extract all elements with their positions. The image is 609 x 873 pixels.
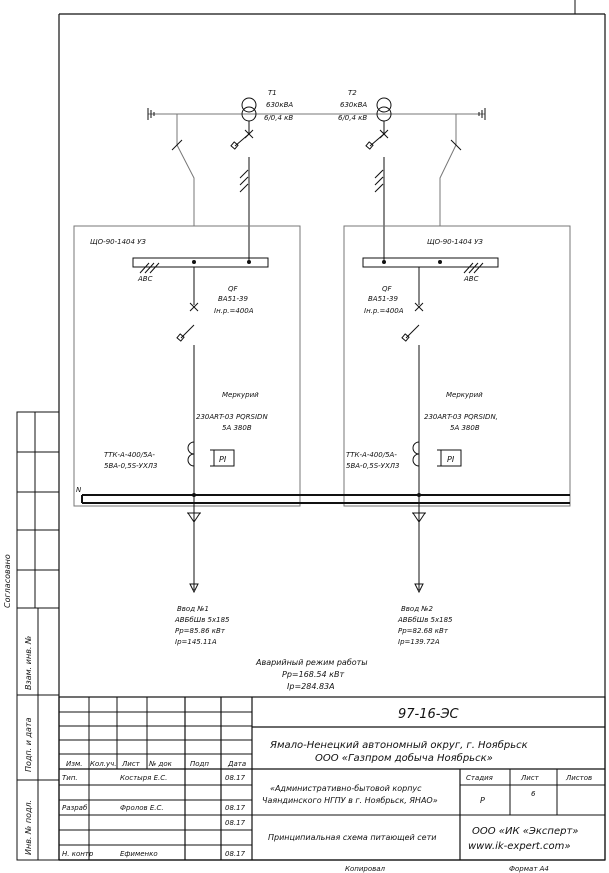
output-cables (187, 512, 426, 594)
stage-label: Стадия (466, 774, 493, 782)
input-2-info: Ввод №2 АВБбШв 5х185 Рр=82.68 кВт Iр=139… (397, 605, 453, 646)
approved-label: Согласовано (3, 554, 12, 608)
row4-date: 08.17 (225, 850, 246, 858)
panel1-avr: АВС (137, 275, 153, 283)
input1-title: Ввод №1 (177, 605, 209, 613)
row2-role: Разраб (62, 804, 88, 812)
panel1-meter-rating: 5А 380В (222, 424, 252, 432)
input2-cable: АВБбШв 5х185 (397, 616, 453, 624)
panel1-meter-name: Меркурий (222, 391, 259, 399)
col-list: Лист (121, 760, 141, 768)
panel2-meter-name: Меркурий (446, 391, 483, 399)
panel1-cabinet: ЩО-90-1404 УЗ (90, 238, 146, 246)
row2-date: 08.17 (225, 804, 246, 812)
row4-role: Н. контр (62, 850, 94, 858)
col-ndoc: № док (148, 760, 173, 768)
t2-name: T2 (348, 89, 357, 97)
panel-1: ЩО-90-1404 УЗ АВС QF ВА51-39 Iн.р.=400А … (73, 225, 301, 532)
panel2-meter-model: 230ART-03 PQRSIDN, (424, 413, 498, 421)
t1-name: T1 (268, 89, 277, 97)
neutral-label: N (76, 486, 82, 494)
company-text: ООО «Газпром добыча Ноябрьск» (315, 752, 493, 764)
row2-name: Фролов Е.С. (120, 804, 164, 812)
panel2-meter-label: PI (447, 455, 455, 464)
input1-power: Рр=85.86 кВт (175, 627, 226, 635)
t2-power: 630кВА (340, 101, 367, 109)
row1-date: 08.17 (225, 774, 246, 782)
sheet-label: Лист (520, 774, 540, 782)
panel1-node-left (192, 260, 196, 264)
panel1-breaker-type: ВА51-39 (218, 295, 248, 303)
sheets-label: Листов (565, 774, 592, 782)
input1-current: Iр=145.11А (175, 638, 217, 646)
inv-orig-label: Инв. № подл. (24, 800, 33, 855)
format-label: Формат А4 (509, 865, 549, 873)
replace-inv-label: Взам. инв. № (24, 636, 33, 690)
left-binding-strip: Согласовано Взам. инв. № Подп. и дата Ин… (3, 411, 60, 861)
t1-ratio: 6/0,4 кВ (264, 114, 293, 122)
row1-role: Тип. (62, 774, 78, 782)
panel1-node-right (247, 260, 251, 264)
col-izm: Изм. (66, 760, 82, 768)
panel-2: ЩО-90-1404 УЗ АВС QF ВА51-39 Iн.р.=400А … (343, 225, 571, 532)
panel2-ct-class: 5ВА-0,5S-УХЛ3 (346, 462, 399, 470)
panel2-ct-type: ТТК-А-400/5А- (346, 451, 397, 459)
drawing-code: 97-16-ЭС (398, 707, 460, 722)
firm-site: www.ik-expert.com» (468, 841, 571, 852)
panel1-ct-type: ТТК-А-400/5А- (104, 451, 155, 459)
panel1-breaker-rating: Iн.р.=400А (214, 307, 254, 315)
panel2-meter-rating: 5А 380В (450, 424, 480, 432)
panel1-ct-class: 5ВА-0,5S-УХЛ3 (104, 462, 157, 470)
copied-label: Копировал (345, 865, 386, 873)
project-line-1: «Административно-бытовой корпус (270, 784, 422, 793)
incoming-6kv-lines (147, 108, 486, 226)
sheet-frame (58, 0, 606, 861)
panel1-qf: QF (228, 285, 239, 293)
input2-current: Iр=139.72А (398, 638, 440, 646)
panel2-cabinet: ЩО-90-1404 УЗ (427, 238, 483, 246)
sign-date-label: Подп. и дата (24, 717, 33, 772)
stage-value: Р (480, 796, 485, 805)
panel2-avr: АВС (463, 275, 479, 283)
drawing-title: Принципиальная схема питающей сети (268, 833, 436, 842)
col-kolich: Кол.уч. (90, 760, 116, 768)
transformer-t1: T1 630кВА 6/0,4 кВ (230, 89, 293, 262)
sheet-value: 6 (531, 790, 536, 798)
emergency-mode: Аварийный режим работы Рр=168.54 кВт Iр=… (255, 658, 368, 691)
panel1-meter-model: 230ART-03 PQRSIDN (196, 413, 268, 421)
project-line-2: Чаяндинского НГПУ в г. Ноябрьск, ЯНАО» (262, 796, 438, 805)
emergency-power: Рр=168.54 кВт (282, 670, 344, 679)
location-text: Ямало-Ненецкий автономный округ, г. Нояб… (269, 739, 528, 751)
emergency-current: Iр=284.83А (287, 682, 335, 691)
panel1-meter-label: PI (219, 455, 227, 464)
input1-cable: АВБбШв 5х185 (174, 616, 230, 624)
input2-power: Рр=82.68 кВт (398, 627, 449, 635)
col-date: Дата (227, 760, 246, 768)
panel2-node-left (382, 260, 386, 264)
emergency-title: Аварийный режим работы (255, 658, 368, 667)
panel2-breaker-rating: Iн.р.=400А (364, 307, 404, 315)
t1-power: 630кВА (266, 101, 293, 109)
t2-ratio: 6/0,4 кВ (338, 114, 367, 122)
row4-name: Ефименко (120, 850, 158, 858)
transformer-t2: T2 630кВА 6/0,4 кВ (338, 89, 392, 262)
firm-name: ООО «ИК «Эксперт» (472, 826, 578, 837)
title-block: 97-16-ЭС Ямало-Ненецкий автономный округ… (58, 696, 606, 861)
neutral-bus: N (76, 486, 570, 504)
col-sign: Подп (190, 760, 209, 768)
panel2-breaker-type: ВА51-39 (368, 295, 398, 303)
panel2-qf: QF (382, 285, 393, 293)
input-1-info: Ввод №1 АВБбШв 5х185 Рр=85.86 кВт Iр=145… (174, 605, 230, 646)
panel2-node-right (438, 260, 442, 264)
row1-name: Костыря Е.С. (120, 774, 167, 782)
input2-title: Ввод №2 (401, 605, 434, 613)
row3-date: 08.17 (225, 819, 246, 827)
